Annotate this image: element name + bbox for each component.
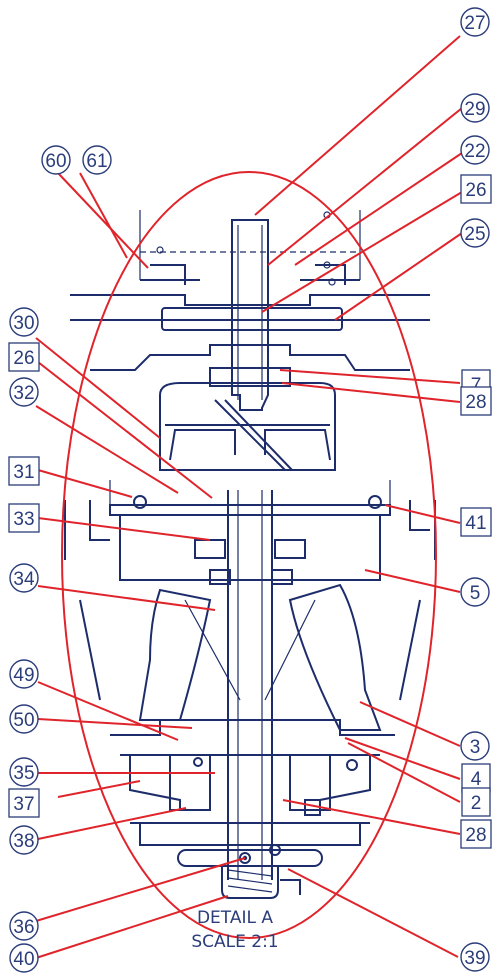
svg-text:26: 26: [13, 348, 34, 369]
svg-text:38: 38: [13, 831, 34, 852]
callout-27: 27: [460, 7, 490, 37]
callout-5: 5: [460, 577, 490, 607]
svg-text:4: 4: [471, 769, 482, 790]
svg-text:50: 50: [13, 710, 34, 731]
assembly-outline: [64, 210, 436, 899]
callout-26-left: 26: [8, 342, 40, 372]
callout-37: 37: [8, 788, 40, 818]
callout-26-top: 26: [460, 174, 492, 204]
callout-28-lower: 28: [460, 819, 492, 849]
callout-49: 49: [9, 659, 39, 689]
svg-text:26: 26: [465, 180, 486, 201]
callout-25: 25: [460, 218, 490, 248]
svg-text:22: 22: [464, 141, 485, 162]
callout-36: 36: [9, 911, 39, 941]
callout-33: 33: [8, 503, 40, 533]
svg-text:35: 35: [13, 763, 34, 784]
callout-2: 2: [461, 787, 491, 817]
svg-text:28: 28: [465, 392, 486, 413]
callout-3: 3: [460, 731, 490, 761]
detail-caption-title: DETAIL A: [196, 908, 274, 928]
callout-32: 32: [9, 377, 39, 407]
svg-text:40: 40: [13, 949, 34, 970]
svg-text:37: 37: [13, 794, 34, 815]
callout-39: 39: [460, 942, 490, 972]
callout-22: 22: [460, 135, 490, 165]
leader-lines: [35, 35, 463, 959]
callout-34: 34: [9, 563, 39, 593]
svg-text:3: 3: [470, 737, 481, 758]
svg-text:41: 41: [465, 513, 486, 534]
svg-text:33: 33: [13, 509, 34, 530]
svg-text:36: 36: [13, 917, 34, 938]
svg-text:31: 31: [13, 462, 34, 483]
callout-38: 38: [9, 825, 39, 855]
callout-4: 4: [461, 763, 491, 793]
callout-60: 60: [41, 145, 71, 175]
svg-text:28: 28: [465, 825, 486, 846]
detail-boundary-ellipse: [61, 171, 437, 939]
callout-61: 61: [82, 145, 112, 175]
svg-text:61: 61: [86, 151, 107, 172]
svg-text:5: 5: [470, 583, 481, 604]
svg-text:39: 39: [464, 948, 485, 969]
callout-50: 50: [9, 704, 39, 734]
svg-text:60: 60: [45, 151, 66, 172]
svg-text:34: 34: [13, 569, 35, 590]
callout-31: 31: [8, 456, 40, 486]
svg-text:32: 32: [13, 383, 34, 404]
svg-text:7: 7: [471, 375, 482, 396]
callout-29: 29: [460, 93, 490, 123]
svg-text:49: 49: [13, 665, 34, 686]
callout-30: 30: [9, 307, 39, 337]
svg-text:29: 29: [464, 99, 485, 120]
svg-text:25: 25: [464, 224, 485, 245]
detail-caption-scale: SCALE 2:1: [191, 932, 279, 952]
svg-text:30: 30: [13, 313, 34, 334]
svg-text:27: 27: [464, 13, 485, 34]
svg-text:2: 2: [471, 793, 482, 814]
callout-35: 35: [9, 757, 39, 787]
callout-40: 40: [9, 943, 39, 973]
callout-28-upper: 28: [460, 386, 492, 416]
callout-41: 41: [460, 507, 492, 537]
